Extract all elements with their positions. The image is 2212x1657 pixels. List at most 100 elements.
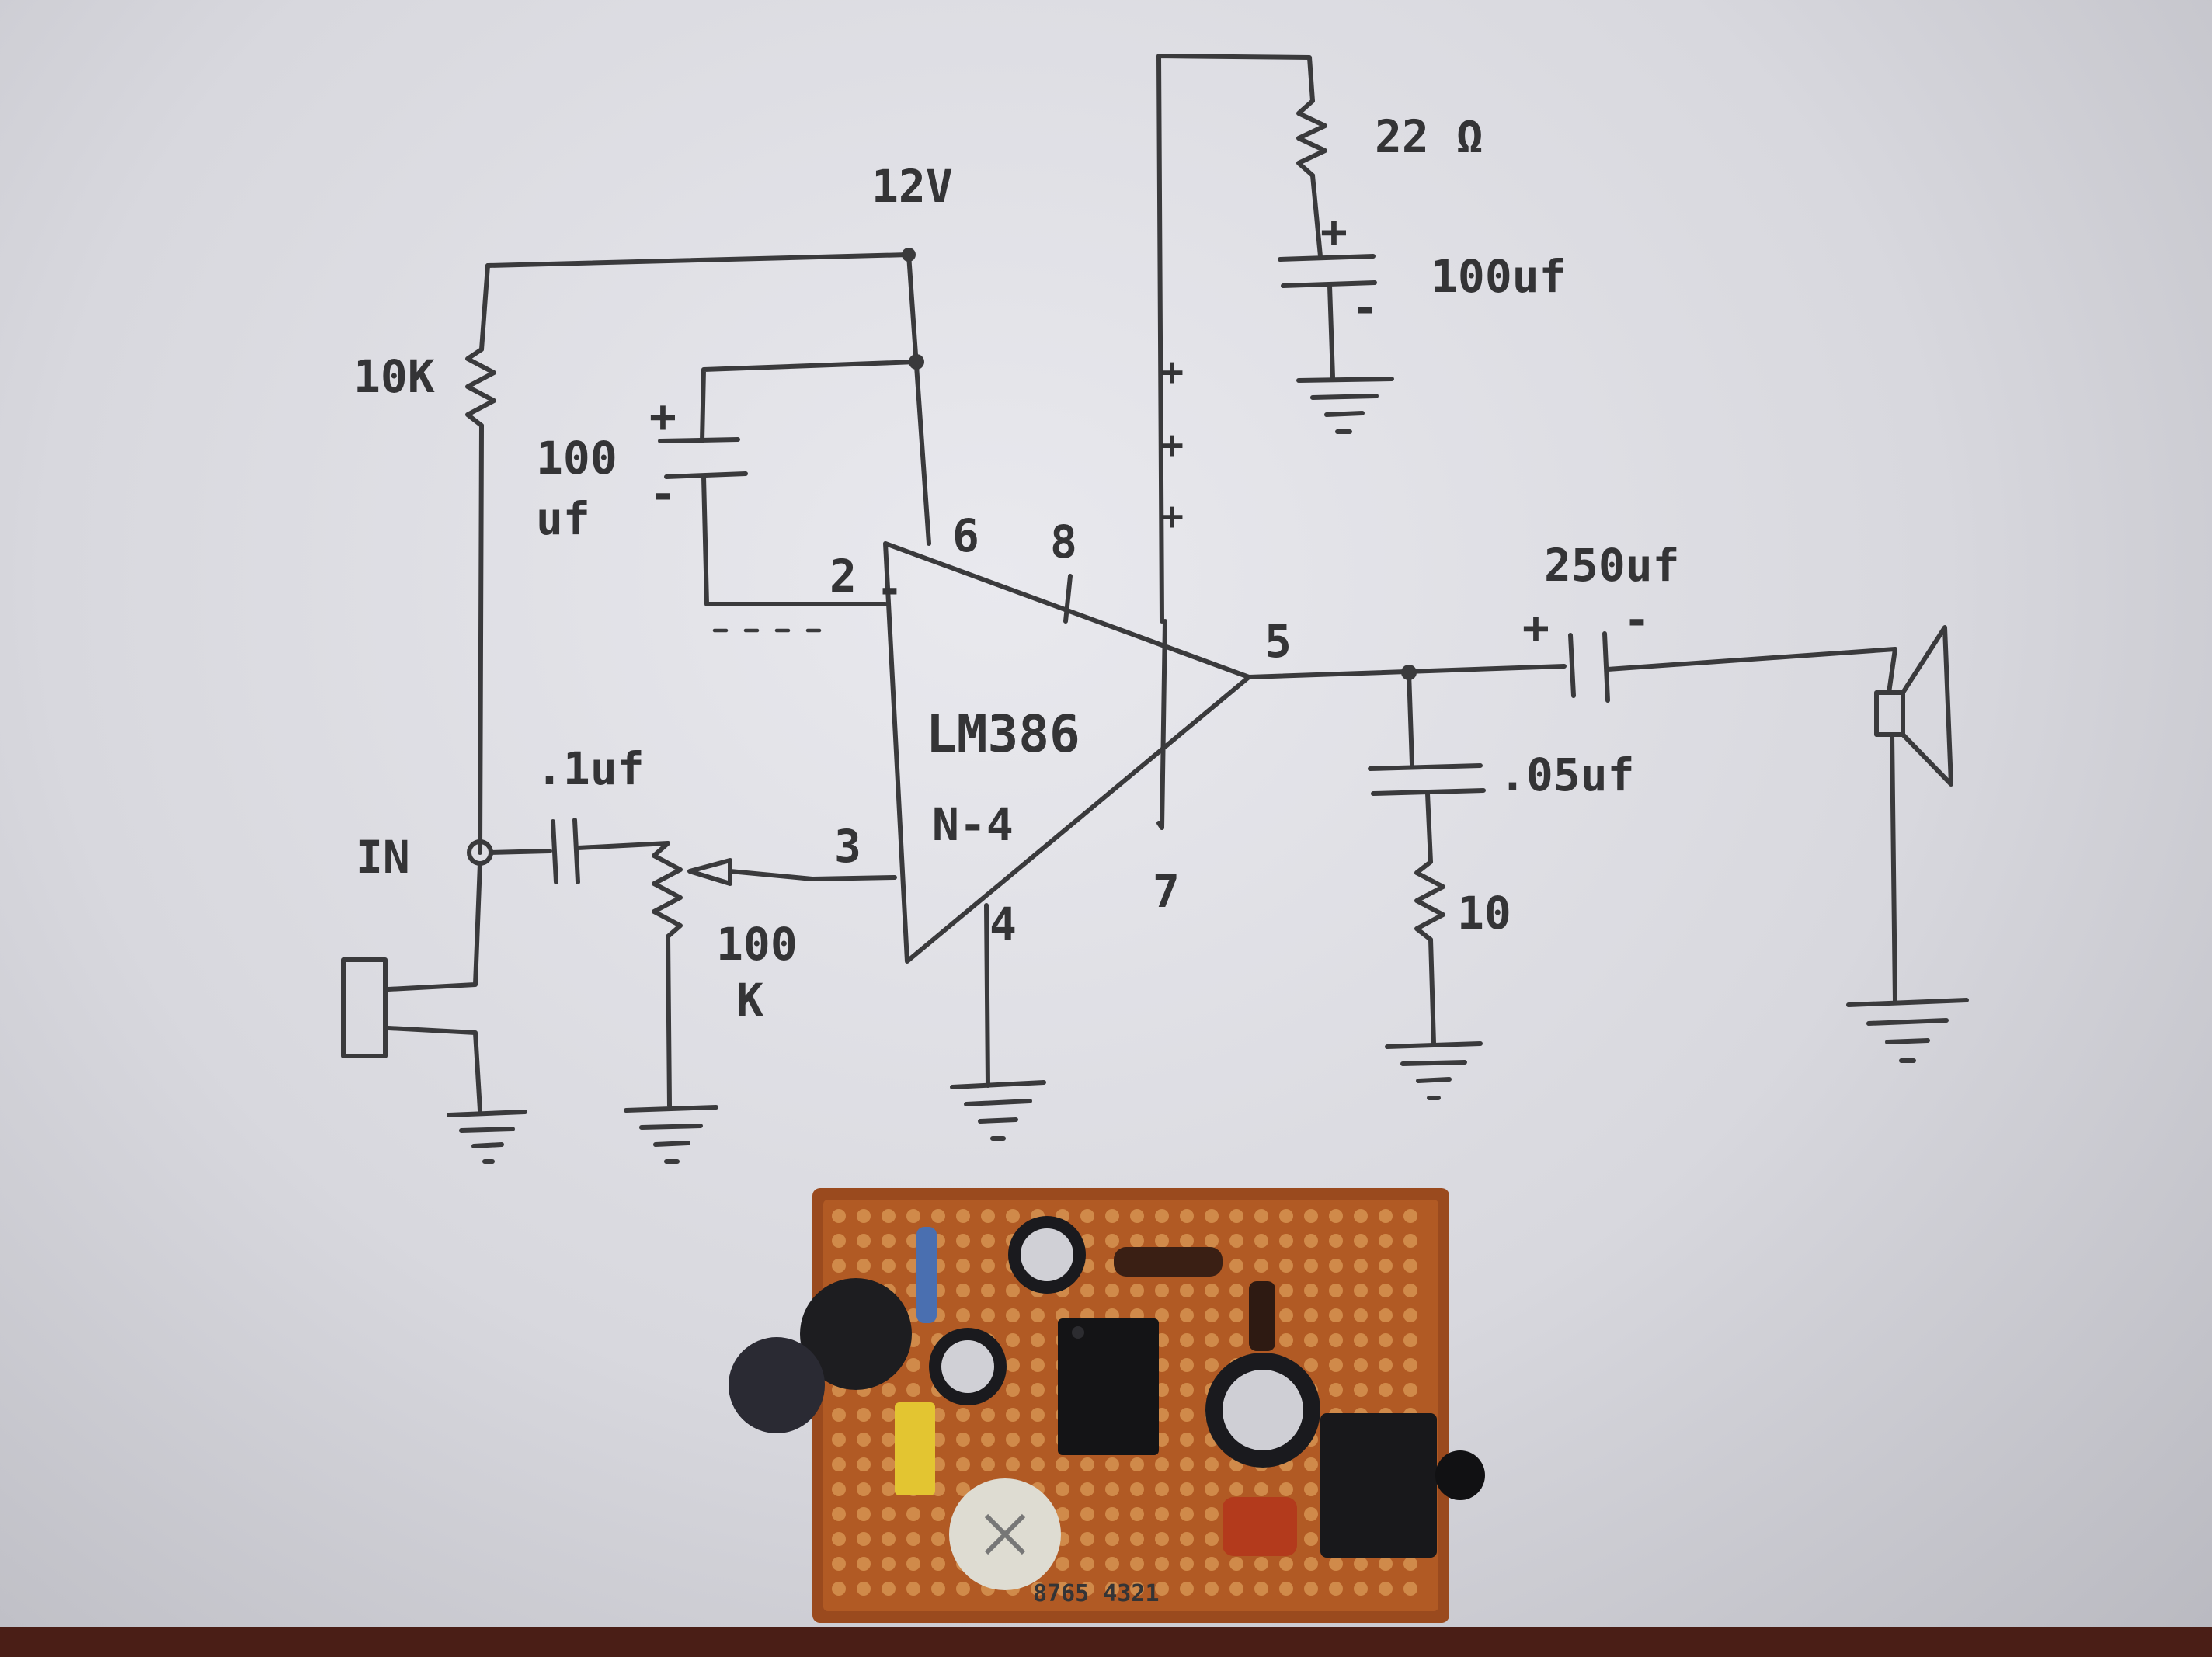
copper-pad <box>1105 1557 1119 1571</box>
copper-pad <box>1304 1209 1318 1223</box>
copper-pad <box>1254 1209 1268 1223</box>
copper-pad <box>1254 1482 1268 1496</box>
copper-pad <box>1379 1557 1393 1571</box>
copper-pad <box>1354 1209 1368 1223</box>
copper-pad <box>1080 1507 1094 1521</box>
copper-pad <box>1403 1557 1417 1571</box>
copper-pad <box>1080 1457 1094 1471</box>
copper-pad <box>1180 1358 1194 1372</box>
copper-pad <box>1379 1308 1393 1322</box>
copper-pad <box>1229 1582 1243 1596</box>
copper-pad <box>1130 1284 1144 1297</box>
copper-pad <box>1205 1234 1219 1248</box>
copper-pad <box>1354 1284 1368 1297</box>
copper-pad <box>931 1532 945 1546</box>
copper-pad <box>1329 1259 1343 1273</box>
copper-pad <box>1180 1308 1194 1322</box>
output-network <box>1247 625 1953 1046</box>
trim-pot-slot <box>984 1513 1026 1555</box>
copper-pad <box>1354 1259 1368 1273</box>
copper-pad <box>1379 1358 1393 1372</box>
copper-pad <box>1031 1308 1045 1322</box>
copper-pad <box>857 1482 871 1496</box>
copper-pad <box>1180 1333 1194 1347</box>
copper-pad <box>832 1433 846 1447</box>
copper-pad <box>1229 1557 1243 1571</box>
copper-pad <box>1031 1333 1045 1347</box>
copper-pad <box>832 1234 846 1248</box>
copper-pad <box>1155 1507 1169 1521</box>
copper-pad <box>931 1582 945 1596</box>
copper-pad <box>1031 1457 1045 1471</box>
copper-pad <box>1379 1259 1393 1273</box>
supply-resistor-label: 22 Ω <box>1375 110 1483 163</box>
copper-pad <box>857 1209 871 1223</box>
copper-pad <box>956 1457 970 1471</box>
copper-pad <box>981 1308 995 1322</box>
zobel-cap-label: .05uf <box>1499 749 1635 801</box>
copper-pad <box>1205 1507 1219 1521</box>
copper-pad <box>1403 1383 1417 1397</box>
copper-pad <box>1304 1259 1318 1273</box>
copper-pad <box>1379 1284 1393 1297</box>
copper-pad <box>1229 1234 1243 1248</box>
copper-pad <box>1130 1532 1144 1546</box>
gain-cap-unit: uf <box>536 492 590 545</box>
film-capacitor <box>1223 1497 1297 1556</box>
copper-pad <box>981 1408 995 1422</box>
pin-3-label: 3 <box>834 820 861 873</box>
copper-pad <box>956 1408 970 1422</box>
copper-pad <box>1056 1582 1069 1596</box>
copper-pad <box>1155 1457 1169 1471</box>
copper-pad <box>1031 1408 1045 1422</box>
copper-pad <box>1329 1582 1343 1596</box>
copper-pad <box>1379 1582 1393 1596</box>
copper-pad <box>1304 1557 1318 1571</box>
copper-pad <box>956 1284 970 1297</box>
copper-pad <box>1229 1482 1243 1496</box>
board-pin-labels: 8765 4321 <box>1033 1580 1160 1607</box>
copper-pad <box>931 1507 945 1521</box>
copper-pad <box>1205 1582 1219 1596</box>
ground-symbol-speaker <box>1846 998 1969 1063</box>
copper-pad <box>981 1284 995 1297</box>
microphone-symbol <box>341 957 388 1058</box>
copper-pad <box>1031 1582 1045 1596</box>
pin-8-label: 8 <box>1050 516 1077 568</box>
copper-pad <box>1130 1482 1144 1496</box>
copper-pad <box>1080 1532 1094 1546</box>
copper-pad <box>1205 1557 1219 1571</box>
copper-pad <box>1304 1582 1318 1596</box>
copper-pad <box>1379 1333 1393 1347</box>
input-cap-label: .1uf <box>536 742 645 795</box>
copper-pad <box>1379 1209 1393 1223</box>
copper-pad <box>1080 1284 1094 1297</box>
copper-pad <box>1180 1557 1194 1571</box>
copper-pad <box>832 1507 846 1521</box>
copper-pad <box>882 1234 896 1248</box>
supply-cap-value: 100uf <box>1431 250 1567 303</box>
chip-notch <box>1072 1326 1084 1339</box>
copper-pad <box>1304 1358 1318 1372</box>
copper-pad <box>832 1408 846 1422</box>
copper-pad <box>1279 1259 1293 1273</box>
copper-pad <box>981 1259 995 1273</box>
copper-pad <box>1105 1532 1119 1546</box>
copper-pad <box>1155 1308 1169 1322</box>
copper-pad <box>1155 1582 1169 1596</box>
copper-pad <box>1031 1433 1045 1447</box>
copper-pad <box>1205 1358 1219 1372</box>
copper-pad <box>956 1234 970 1248</box>
copper-pad <box>1304 1457 1318 1471</box>
copper-pad <box>1329 1358 1343 1372</box>
copper-pad <box>1205 1333 1219 1347</box>
copper-pad <box>1105 1284 1119 1297</box>
copper-pad <box>1180 1482 1194 1496</box>
copper-pad <box>1006 1408 1020 1422</box>
output-cap-label: 250uf <box>1544 539 1680 592</box>
output-cap-minus: - <box>1623 593 1650 646</box>
pin-2-label: 2 <box>830 550 857 603</box>
rail-plus-mark-1: + <box>1160 349 1184 394</box>
